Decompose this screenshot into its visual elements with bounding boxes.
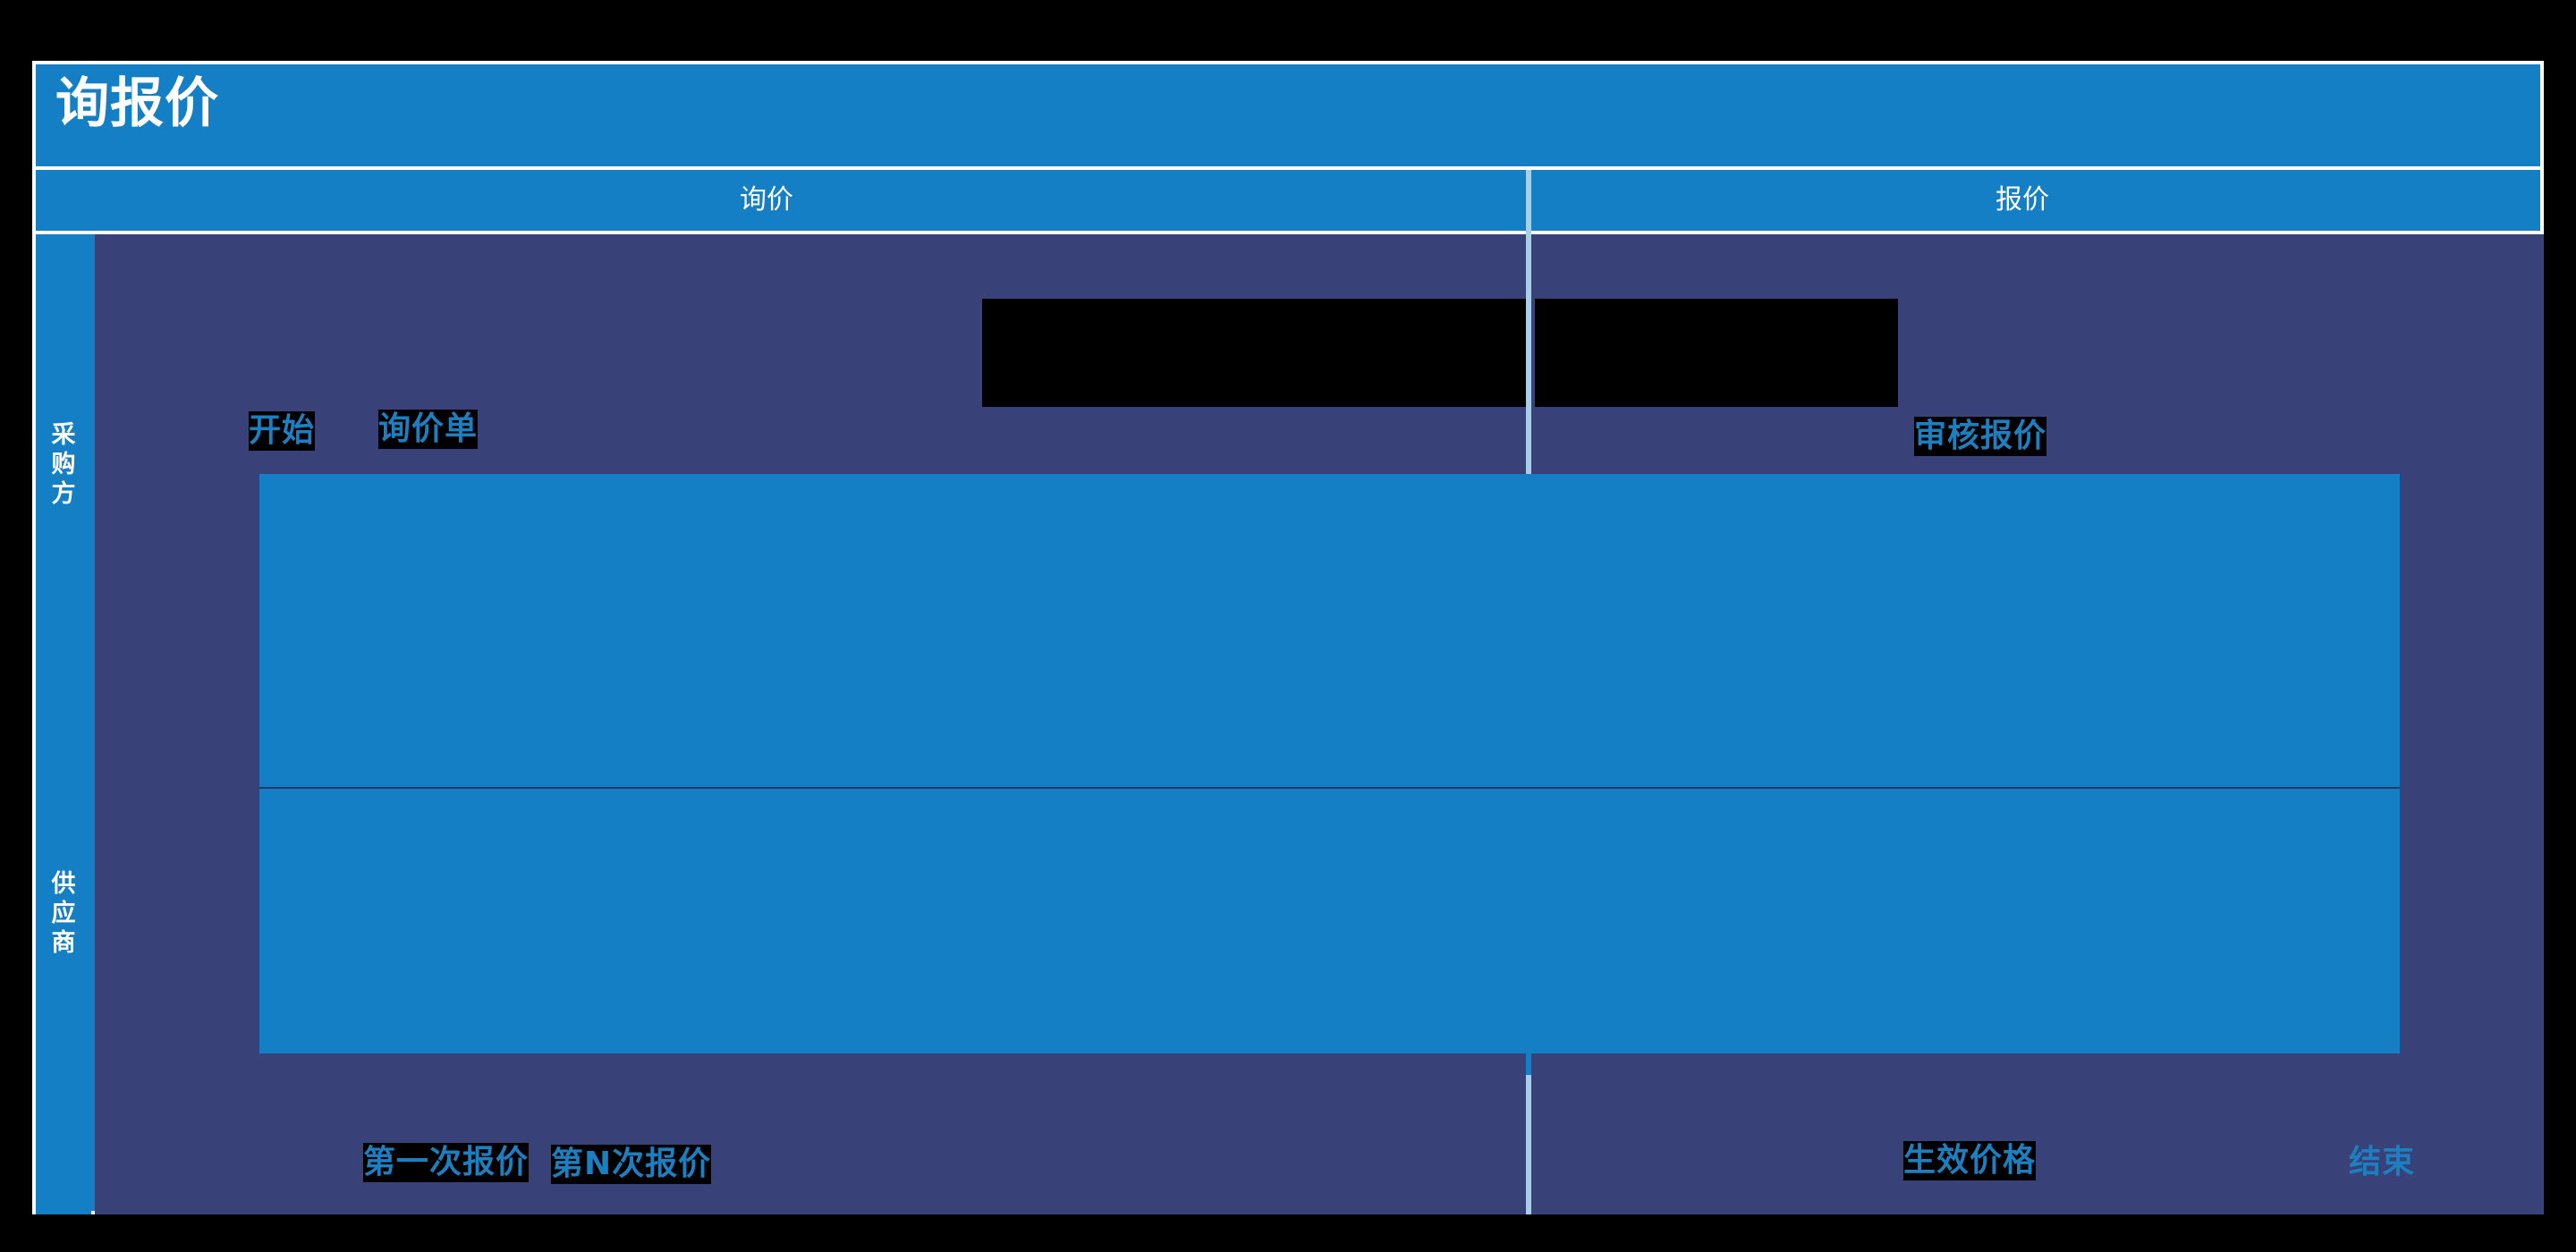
occluder-rect-left	[982, 299, 1530, 407]
node-effective-price[interactable]: 生效价格	[1903, 1141, 2037, 1180]
lane-label-buyer: 采 购 方	[36, 420, 91, 509]
diagram-body: 开始 询价单 审核报价 第一次报价 第N次报价 生效价格 结束	[95, 170, 2544, 1214]
column-header-quotation: 报价	[1996, 184, 2049, 216]
supplier-process-area[interactable]	[259, 789, 2400, 1053]
node-first-quotation[interactable]: 第一次报价	[363, 1143, 530, 1182]
node-review-quotation[interactable]: 审核报价	[1914, 417, 2047, 456]
node-inquiry-form[interactable]: 询价单	[378, 410, 479, 449]
node-nth-quotation[interactable]: 第N次报价	[551, 1145, 712, 1184]
node-end[interactable]: 结束	[2349, 1144, 2416, 1180]
lane-buyer-char-3: 方	[51, 480, 76, 508]
lane-supplier-char-1: 供	[51, 870, 76, 898]
lane-label-supplier: 供 应 商	[36, 869, 91, 958]
lane-buyer-char-2: 购	[51, 451, 76, 478]
lane-separator	[259, 787, 2400, 789]
column-divider-lower	[1526, 1075, 1531, 1214]
buyer-process-area[interactable]	[259, 474, 2400, 787]
title-bar: 询报价	[36, 64, 2540, 170]
lane-supplier-char-2: 应	[51, 900, 76, 927]
page-title: 询报价	[55, 72, 219, 135]
lane-supplier-char-3: 商	[51, 929, 76, 957]
lane-label-strip: 采 购 方 供 应 商	[36, 234, 91, 1214]
diagram-card: 询报价 询价 报价 采 购 方 供 应 商	[32, 61, 2544, 1214]
column-header-row: 询价 报价	[36, 170, 2540, 234]
lane-buyer-char-1: 采	[51, 421, 76, 449]
node-start[interactable]: 开始	[249, 411, 316, 451]
column-header-inquiry: 询价	[740, 184, 793, 216]
occluder-rect-right	[1535, 299, 1898, 407]
